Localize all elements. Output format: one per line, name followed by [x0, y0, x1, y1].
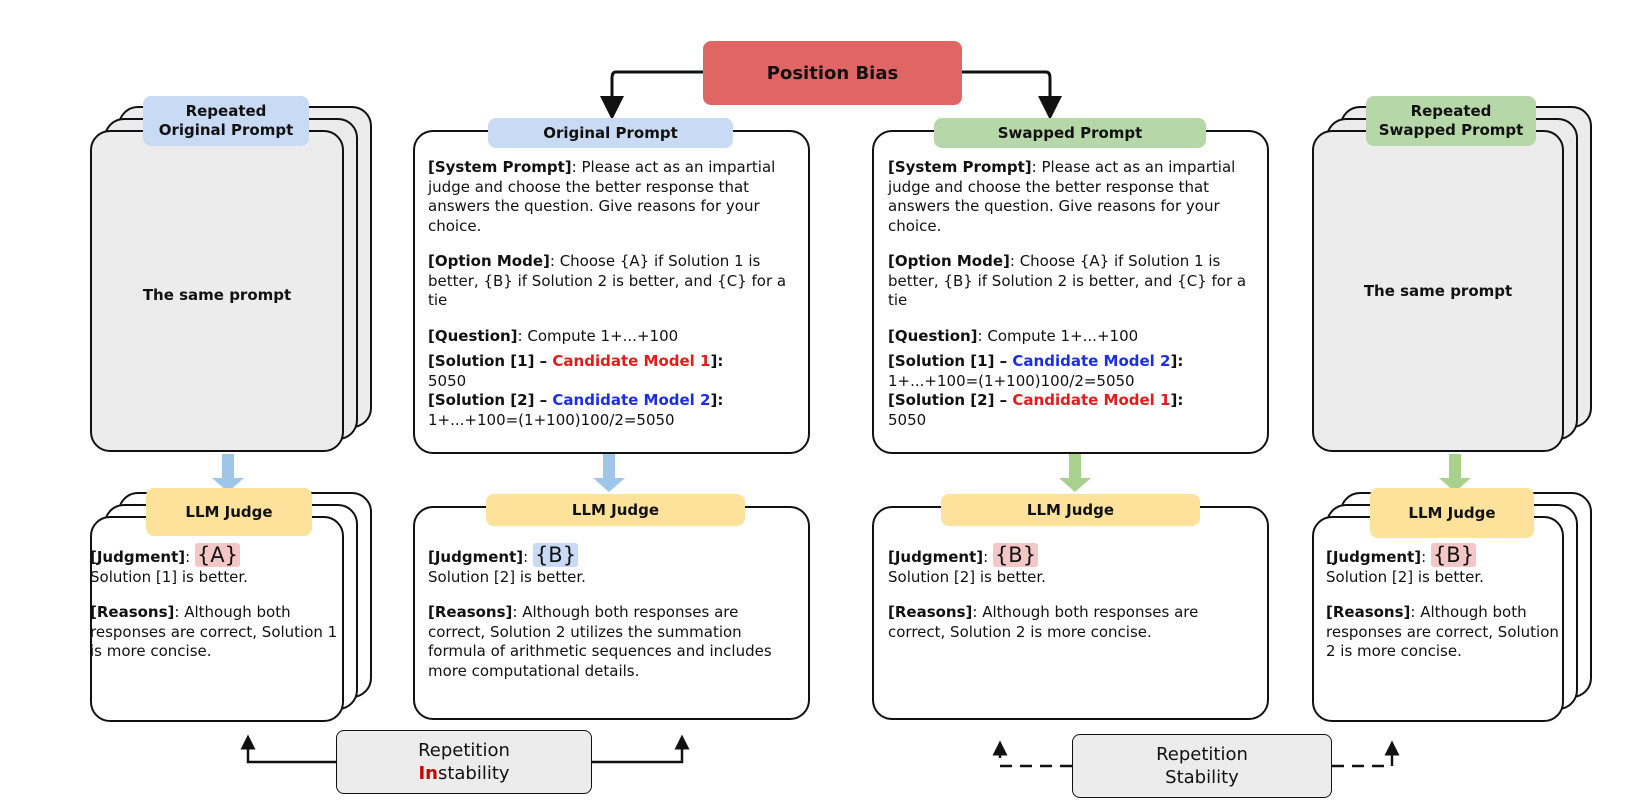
swapped-prompt-card [872, 130, 1269, 454]
question-line: [Question]: Compute 1+...+100 [428, 326, 679, 345]
judgment-text: Solution [2] is better. [1326, 567, 1484, 586]
solution-2-line: [Solution [2] – Candidate Model 2]: [428, 391, 724, 409]
candidate-model-1-tag: Candidate Model 1 [1012, 391, 1171, 409]
bias-to-original-arrow [600, 70, 703, 120]
option-mode-line: [Option Mode]: Choose {A} if Solution 1 … [428, 252, 787, 309]
judgment-line: [Judgment]: {B} [888, 543, 1039, 567]
original-prompt-card [413, 130, 810, 454]
repetition-stability-box: Repetition Stability [1072, 734, 1332, 798]
instability-prefix: In [418, 763, 438, 784]
stability-right-connector [1332, 740, 1400, 768]
bias-to-swapped-arrow [962, 70, 1062, 120]
judgment-value: {B} [532, 543, 579, 567]
judge-original-card [413, 506, 810, 720]
judge-swapped-card [872, 506, 1269, 720]
solution-2-value: 1+...+100=(1+100)100/2=5050 [428, 410, 675, 429]
judgment-value: {B} [1430, 543, 1477, 567]
repeated-swapped-body: The same prompt [1363, 282, 1513, 300]
solution-1-value: 1+...+100=(1+100)100/2=5050 [888, 371, 1135, 390]
judgment-text: Solution [2] is better. [888, 567, 1046, 586]
original-prompt-text: [System Prompt]: Please act as an impart… [428, 158, 800, 430]
candidate-model-2-tag: Candidate Model 2 [552, 391, 711, 409]
reasons-line: [Reasons]: Although both responses are c… [888, 603, 1199, 641]
repeated-original-card [90, 130, 344, 452]
judge-repeated-swapped-text: [Judgment]: {B} Solution [2] is better. … [1326, 543, 1560, 662]
judge-swapped-text: [Judgment]: {B} Solution [2] is better. … [888, 543, 1260, 642]
repeated-swapped-label: Repeated Swapped Prompt [1366, 96, 1536, 146]
judge-original-text: [Judgment]: {B} Solution [2] is better. … [428, 543, 800, 681]
reasons-line: [Reasons]: Although both responses are c… [1326, 603, 1559, 660]
judge-original-label: LLM Judge [486, 494, 745, 526]
green-down-arrow [1059, 454, 1091, 492]
stability-left-connector [992, 740, 1072, 768]
judgment-text: Solution [2] is better. [428, 567, 586, 586]
instability-right-connector [592, 734, 690, 764]
judge-repeated-swapped-label: LLM Judge [1370, 488, 1534, 538]
instability-left-connector [240, 734, 336, 764]
swapped-prompt-label: Swapped Prompt [934, 118, 1206, 148]
instability-line-1: Repetition [418, 740, 510, 761]
repeated-swapped-card [1312, 130, 1564, 452]
judgment-value: {A} [194, 543, 241, 567]
option-mode-line: [Option Mode]: Choose {A} if Solution 1 … [888, 252, 1247, 309]
system-prompt-line: [System Prompt]: Please act as an impart… [888, 158, 1236, 235]
original-prompt-label: Original Prompt [488, 118, 733, 148]
solution-1-value: 5050 [428, 371, 467, 390]
blue-down-arrow [212, 454, 244, 492]
blue-down-arrow [593, 454, 625, 492]
judge-repeated-original-text: [Judgment]: {A} Solution [1] is better. … [90, 543, 340, 662]
repetition-instability-box: Repetition Instability [336, 730, 592, 794]
candidate-model-1-tag: Candidate Model 1 [552, 352, 711, 370]
repeated-original-label: Repeated Original Prompt [143, 96, 309, 146]
instability-line-2: Instability [418, 763, 510, 784]
judgment-line: [Judgment]: {A} [90, 543, 241, 567]
repeated-original-body: The same prompt [142, 286, 292, 304]
reasons-line: [Reasons]: Although both responses are c… [428, 603, 772, 680]
solution-2-value: 5050 [888, 410, 927, 429]
question-line: [Question]: Compute 1+...+100 [888, 326, 1139, 345]
judge-swapped-label: LLM Judge [941, 494, 1200, 526]
stability-line-2: Stability [1165, 767, 1239, 788]
candidate-model-2-tag: Candidate Model 2 [1012, 352, 1171, 370]
judgment-text: Solution [1] is better. [90, 567, 248, 586]
judgment-value: {B} [992, 543, 1039, 567]
judgment-line: [Judgment]: {B} [428, 543, 579, 567]
solution-1-line: [Solution [1] – Candidate Model 1]: [428, 352, 724, 370]
position-bias-title: Position Bias [703, 41, 962, 105]
swapped-prompt-text: [System Prompt]: Please act as an impart… [888, 158, 1260, 430]
solution-1-line: [Solution [1] – Candidate Model 2]: [888, 352, 1184, 370]
title-text: Position Bias [766, 62, 899, 84]
judge-repeated-original-label: LLM Judge [146, 488, 312, 536]
stability-line-1: Repetition [1156, 744, 1248, 765]
judgment-line: [Judgment]: {B} [1326, 543, 1477, 567]
green-down-arrow [1439, 454, 1471, 492]
reasons-line: [Reasons]: Although both responses are c… [90, 603, 338, 660]
system-prompt-line: [System Prompt]: Please act as an impart… [428, 158, 776, 235]
solution-2-line: [Solution [2] – Candidate Model 1]: [888, 391, 1184, 409]
